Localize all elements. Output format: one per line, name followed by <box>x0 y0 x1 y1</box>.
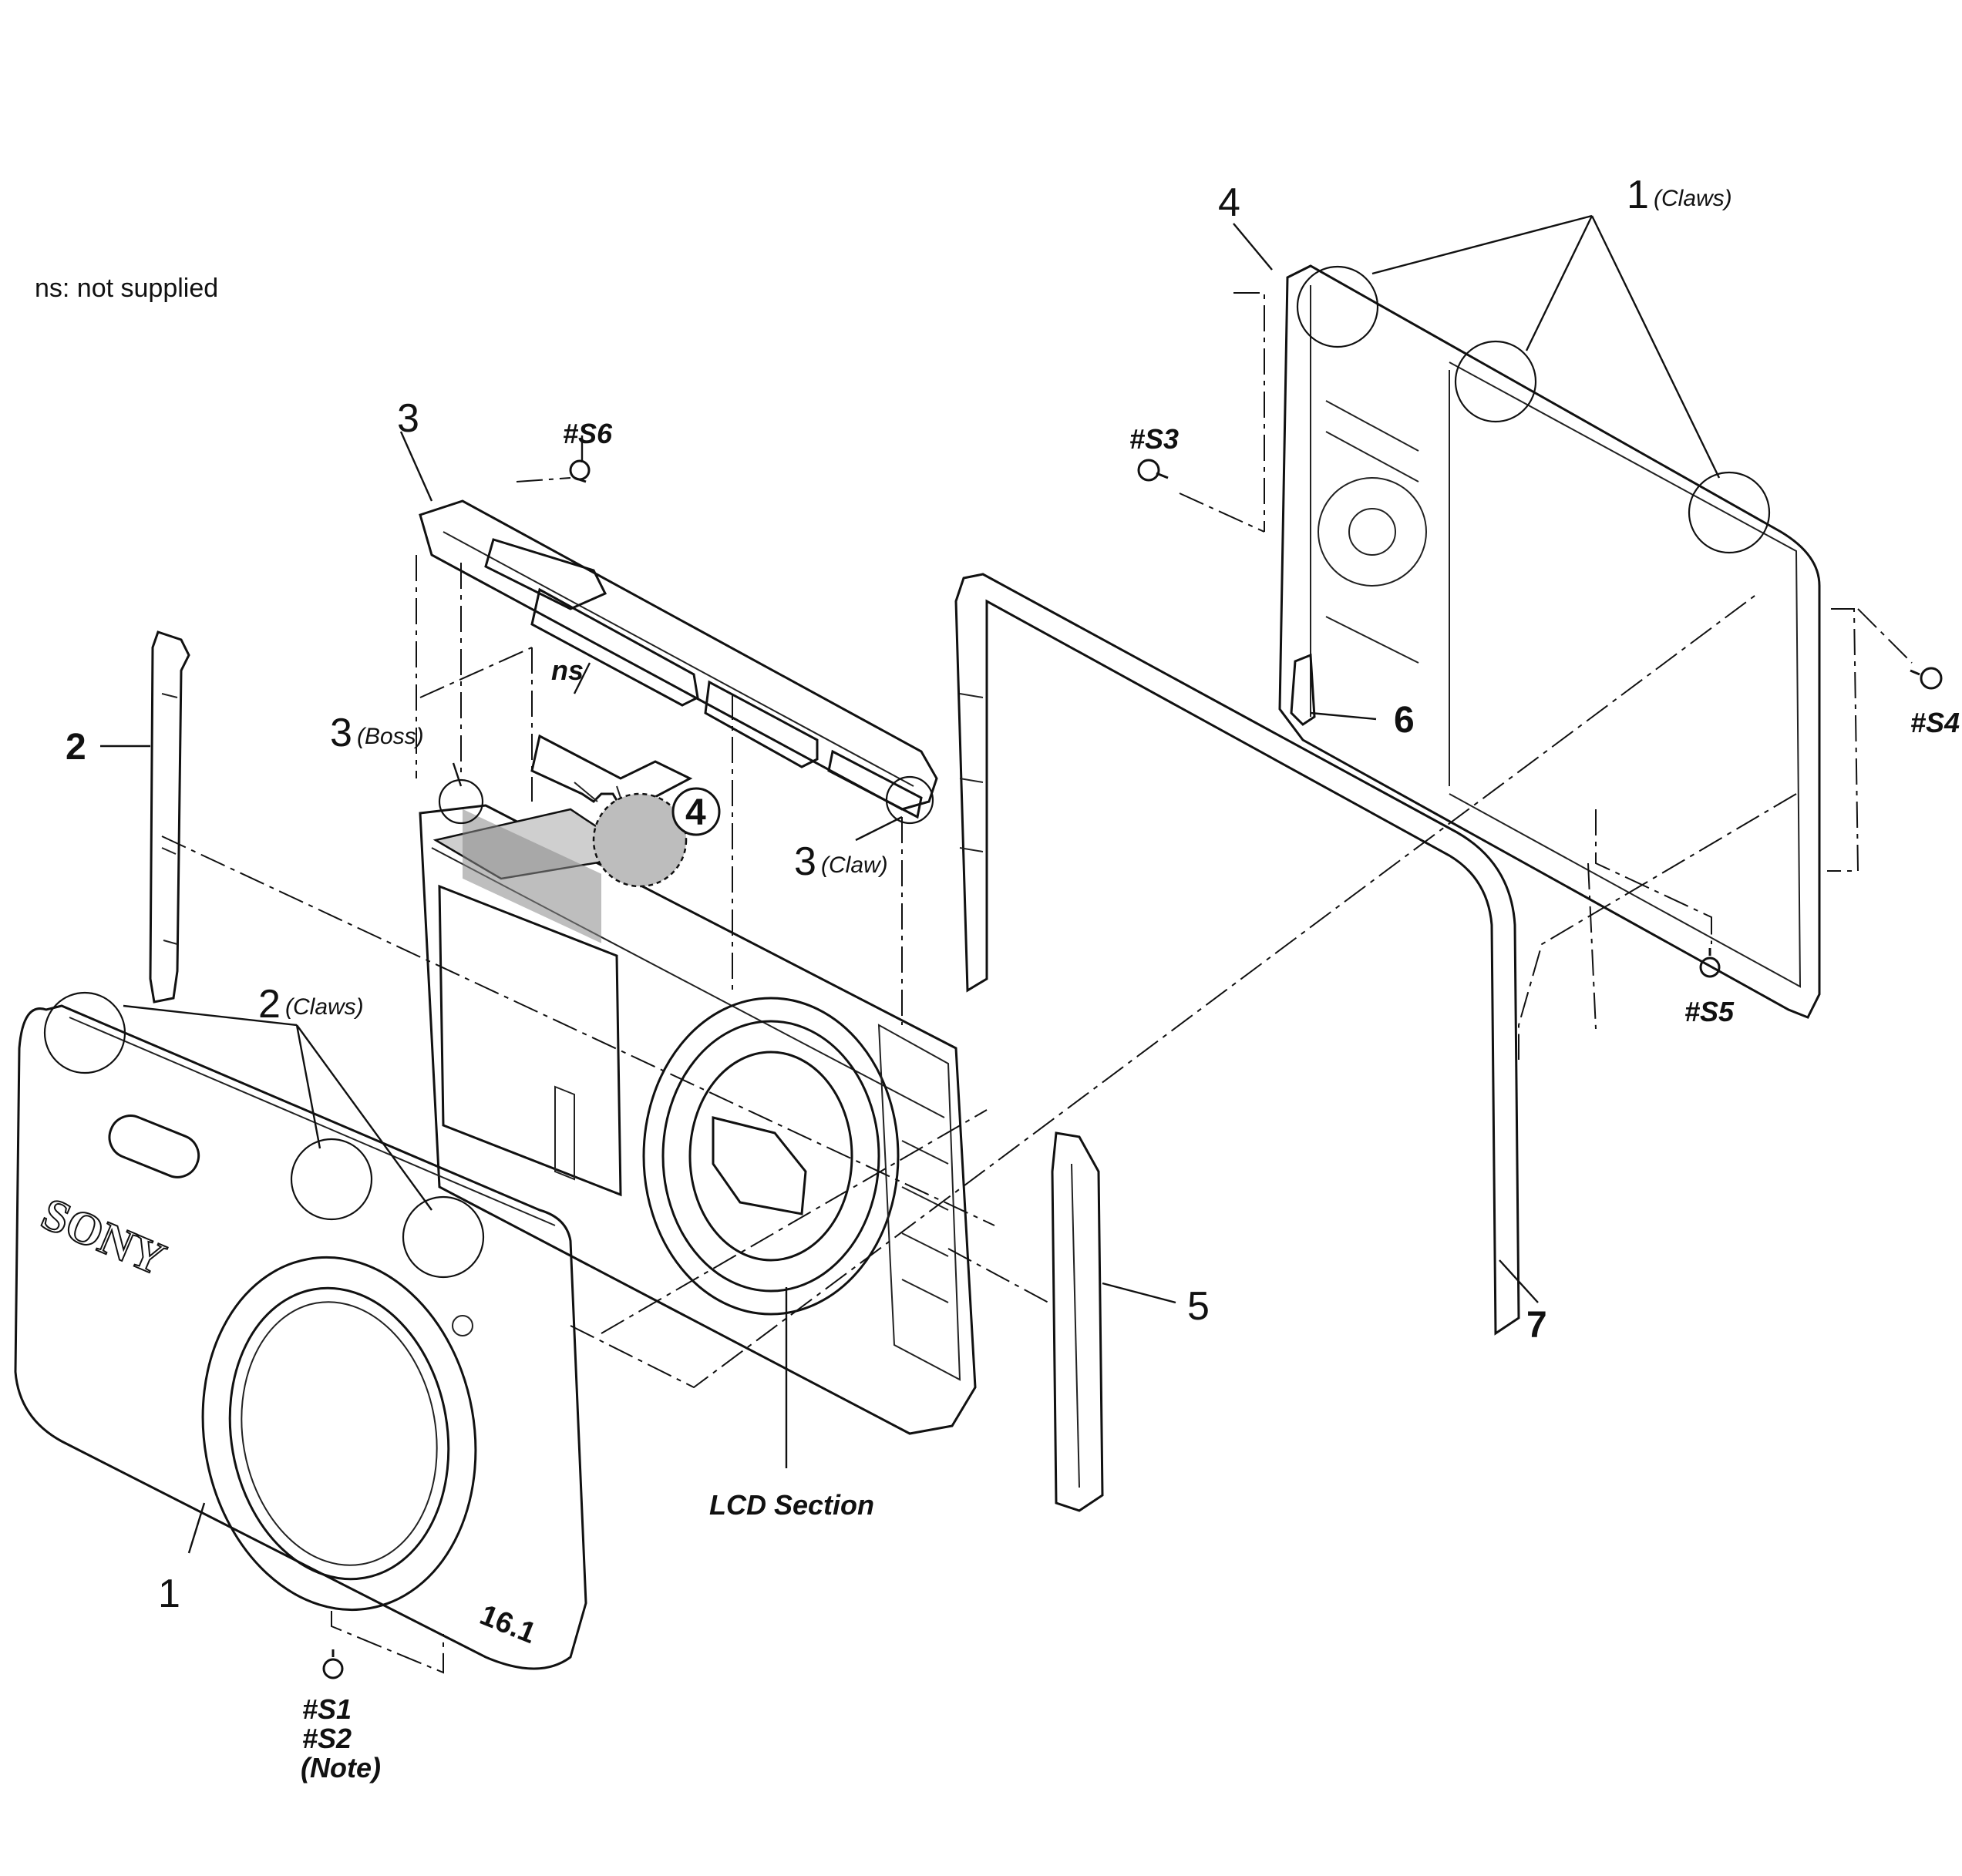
ns-legend: ns: not supplied <box>35 274 218 303</box>
front-cover-part-1: SONY 16.1 <box>14 991 587 1670</box>
circled-4-marker <box>671 787 721 836</box>
screw-label-s5: #S5 <box>1684 996 1735 1027</box>
label-lcd-section: LCD Section <box>709 1489 874 1521</box>
megapixel-badge: 16.1 <box>476 1599 540 1650</box>
label-back-cover-4: 4 <box>1218 180 1240 225</box>
screw-s3 <box>1137 459 1169 482</box>
screw-label-s3: #S3 <box>1129 423 1179 455</box>
label-ns-tag: ns <box>551 654 584 686</box>
main-body-lcd-section <box>419 778 977 1435</box>
label-side-strip-5: 5 <box>1187 1284 1210 1329</box>
leader-lines <box>100 214 1721 1554</box>
label-frame-7: 7 <box>1526 1305 1547 1346</box>
screw-label-s1: #S1 <box>302 1693 352 1725</box>
label-back-claws-sub: (Claws) <box>1654 186 1732 211</box>
small-part-6 <box>1290 653 1316 726</box>
label-claw-sub: (Claw) <box>821 852 888 878</box>
label-front-claws-sub: (Claws) <box>285 994 364 1020</box>
label-top-cover-3: 3 <box>397 396 419 441</box>
side-strip-part-5 <box>1051 1131 1104 1512</box>
ns-flex-part <box>530 734 693 815</box>
label-front-cover-1: 1 <box>158 1572 180 1616</box>
assembly-lines <box>161 292 1913 1674</box>
sony-logo: SONY <box>35 1188 173 1285</box>
label-claw-3: 3 <box>794 839 816 884</box>
label-boss-3: 3 <box>330 711 352 755</box>
label-side-part-2: 2 <box>66 727 86 768</box>
screw-s4 <box>1910 667 1943 690</box>
screw-label-s2: #S2 <box>302 1723 352 1754</box>
screw-label-s2-note: (Note) <box>301 1752 381 1784</box>
frame-part-7 <box>954 573 1520 1336</box>
screw-s6 <box>569 459 591 483</box>
side-bracket-part-2 <box>149 630 190 1004</box>
top-cover-part-3 <box>419 499 938 825</box>
screw-label-s4: #S4 <box>1910 707 1960 738</box>
label-back-claws-1: 1 <box>1627 173 1649 217</box>
label-circled-4: 4 <box>685 792 706 833</box>
screw-label-s6: #S6 <box>563 418 613 449</box>
label-front-claws-2: 2 <box>258 982 281 1027</box>
label-small-part-6: 6 <box>1394 700 1415 741</box>
label-boss-sub: (Boss) <box>357 724 424 749</box>
screw-s1-s2 <box>322 1649 344 1679</box>
back-cover-part-4 <box>1278 264 1821 1019</box>
screw-s5 <box>1699 948 1721 978</box>
